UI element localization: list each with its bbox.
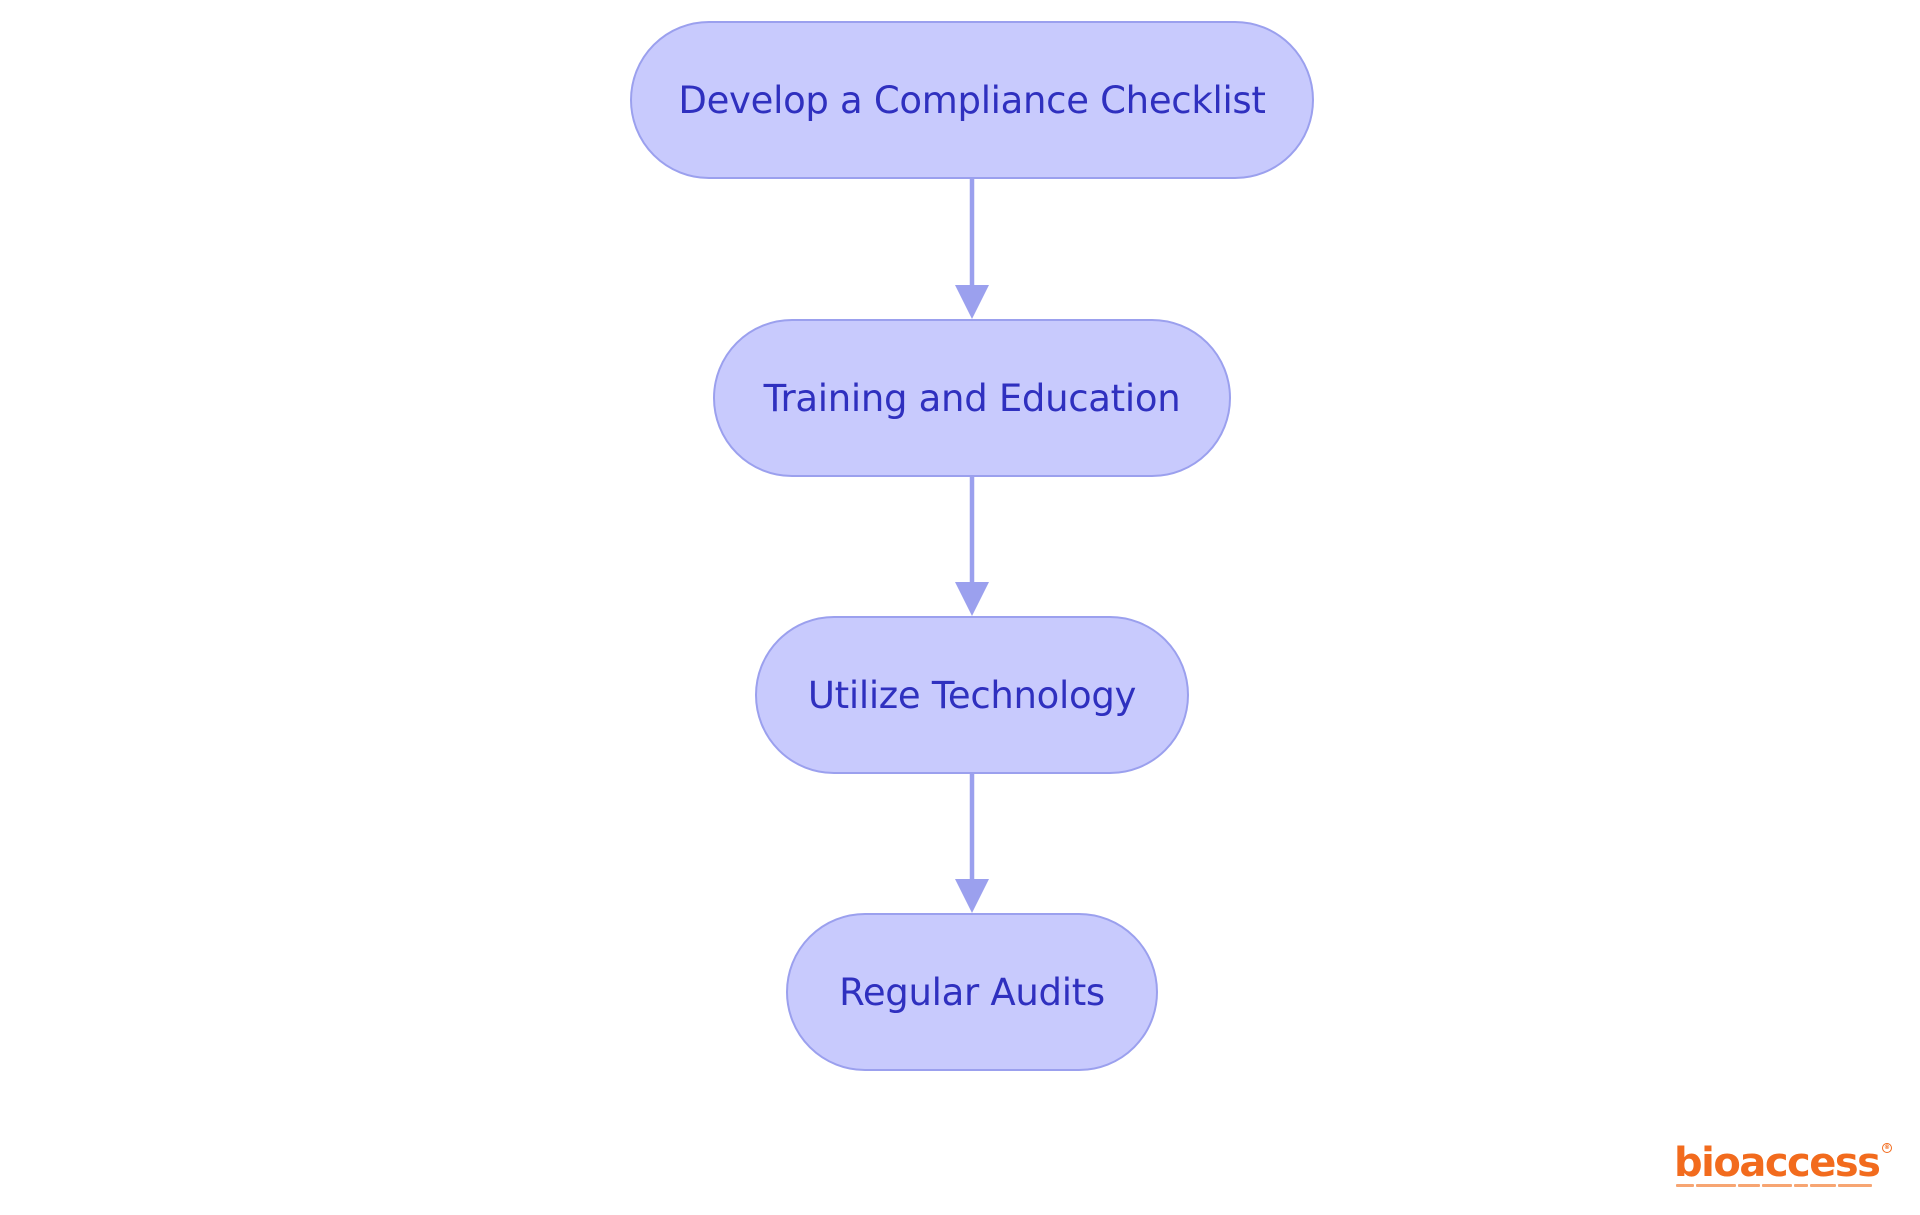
- edge-n2-n3: [955, 477, 989, 616]
- flow-node-utilize-technology: Utilize Technology: [755, 616, 1189, 774]
- registered-mark-icon: ®: [1882, 1143, 1892, 1153]
- arrowhead-icon: [955, 879, 989, 913]
- node-label: Develop a Compliance Checklist: [678, 78, 1266, 122]
- node-label: Utilize Technology: [807, 673, 1137, 717]
- flow-node-develop-compliance-checklist: Develop a Compliance Checklist: [630, 21, 1314, 179]
- arrowhead-icon: [955, 582, 989, 616]
- edge-n1-n2: [955, 179, 989, 319]
- node-label: Regular Audits: [839, 970, 1105, 1014]
- logo-wordmark: bioaccess: [1674, 1140, 1881, 1186]
- logo-tagline-graphic: [1676, 1184, 1886, 1189]
- flow-node-regular-audits: Regular Audits: [786, 913, 1158, 1071]
- flow-node-training-and-education: Training and Education: [713, 319, 1231, 477]
- edge-n3-n4: [955, 774, 989, 913]
- node-label: Training and Education: [763, 376, 1181, 420]
- bioaccess-logo: bioaccess ®: [1674, 1143, 1894, 1193]
- arrowhead-icon: [955, 285, 989, 319]
